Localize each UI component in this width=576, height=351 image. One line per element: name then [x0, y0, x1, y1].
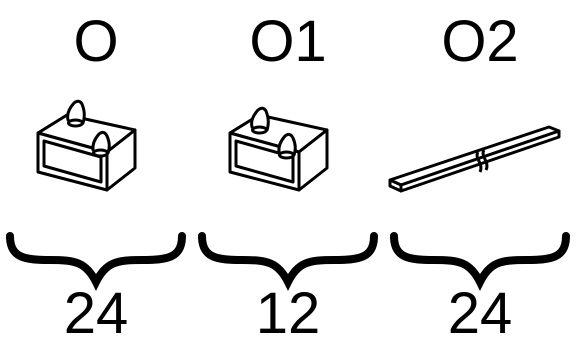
item-count: 12	[192, 282, 384, 346]
item-count: 24	[0, 282, 192, 346]
curly-brace-icon	[202, 236, 374, 282]
item-column-o: O 24	[0, 0, 192, 351]
item-column-o2: O2 24	[384, 0, 576, 351]
curly-brace-icon	[10, 236, 182, 282]
curly-brace-icon	[394, 236, 566, 282]
item-column-o1: O1 12	[192, 0, 384, 351]
item-count: 24	[384, 282, 576, 346]
